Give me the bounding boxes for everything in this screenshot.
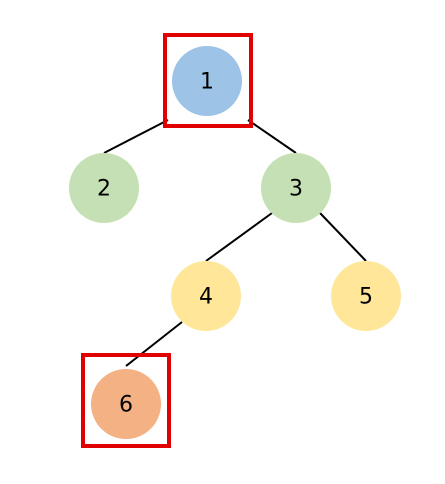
edge-1-3 <box>247 119 297 154</box>
tree-node-2: 2 <box>69 153 139 223</box>
edge-4-6 <box>125 321 183 367</box>
node-label-5: 5 <box>359 285 373 310</box>
node-label-4: 4 <box>199 285 213 310</box>
tree-node-6: 6 <box>81 353 171 448</box>
node-label-2: 2 <box>97 177 111 202</box>
tree-node-5: 5 <box>331 261 401 331</box>
edge-3-4 <box>205 212 273 262</box>
tree-node-1: 1 <box>163 33 253 128</box>
node-label-1: 1 <box>200 70 214 95</box>
highlight-box-node-6 <box>81 353 171 448</box>
node-label-6: 6 <box>119 393 133 418</box>
node-label-3: 3 <box>289 177 303 202</box>
nodes-layer: 1 2 3 4 5 6 <box>69 33 401 448</box>
edge-1-2 <box>103 119 169 154</box>
edges-layer <box>103 119 367 367</box>
node-circle-5 <box>331 261 401 331</box>
tree-node-4: 4 <box>171 261 241 331</box>
edge-3-5 <box>319 212 367 262</box>
node-circle-3 <box>261 153 331 223</box>
highlight-box-node-1 <box>163 33 253 128</box>
node-circle-4 <box>171 261 241 331</box>
node-circle-6 <box>91 369 161 439</box>
node-circle-2 <box>69 153 139 223</box>
node-circle-1 <box>172 46 242 116</box>
tree-node-3: 3 <box>261 153 331 223</box>
